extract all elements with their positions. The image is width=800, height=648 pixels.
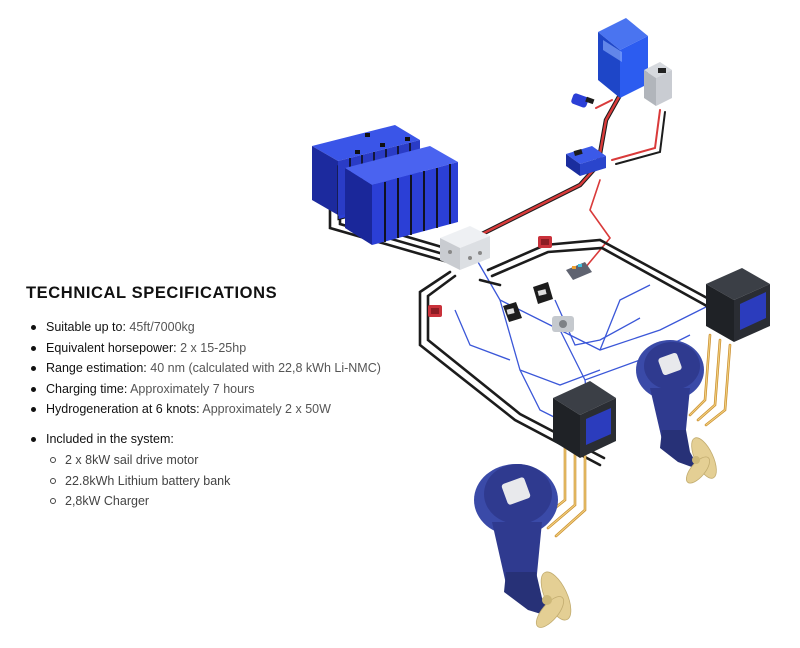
included-item: 2 x 8kW sail drive motor bbox=[46, 450, 426, 471]
display-unit bbox=[503, 302, 522, 322]
included-list: 2 x 8kW sail drive motor 22.8kWh Lithium… bbox=[46, 450, 426, 512]
motor-controller-right bbox=[706, 268, 770, 342]
spec-list: Suitable up to: 45ft/7000kg Equivalent h… bbox=[26, 317, 426, 512]
motor-controller-left bbox=[553, 381, 616, 458]
included-item: 22.8kWh Lithium battery bank bbox=[46, 471, 426, 492]
technical-specifications: TECHNICAL SPECIFICATIONS Suitable up to:… bbox=[26, 284, 426, 512]
specs-title: TECHNICAL SPECIFICATIONS bbox=[26, 284, 278, 302]
spec-item: Hydrogeneration at 6 knots: Approximatel… bbox=[26, 399, 426, 420]
sail-drive-motor-left bbox=[474, 464, 572, 628]
spec-item: Suitable up to: 45ft/7000kg bbox=[26, 317, 426, 338]
spec-item: Charging time: Approximately 7 hours bbox=[26, 379, 426, 400]
power-plug-icon bbox=[571, 93, 595, 108]
shore-power-box bbox=[644, 62, 672, 106]
sail-drive-motor-right bbox=[636, 340, 717, 484]
included-heading: Included in the system: 2 x 8kW sail dri… bbox=[26, 429, 426, 512]
fuse-icon bbox=[538, 236, 552, 248]
fuse-icon bbox=[428, 305, 442, 317]
spec-item: Range estimation: 40 nm (calculated with… bbox=[26, 358, 426, 379]
display-unit bbox=[533, 282, 553, 304]
shunt-device bbox=[552, 316, 574, 332]
battery-bank bbox=[312, 125, 458, 245]
junction-box bbox=[440, 226, 490, 270]
charger-unit bbox=[598, 18, 648, 98]
battery-switch bbox=[566, 146, 606, 176]
included-item: 2,8kW Charger bbox=[46, 491, 426, 512]
spec-item: Equivalent horsepower: 2 x 15-25hp bbox=[26, 338, 426, 359]
control-panel bbox=[566, 262, 592, 280]
